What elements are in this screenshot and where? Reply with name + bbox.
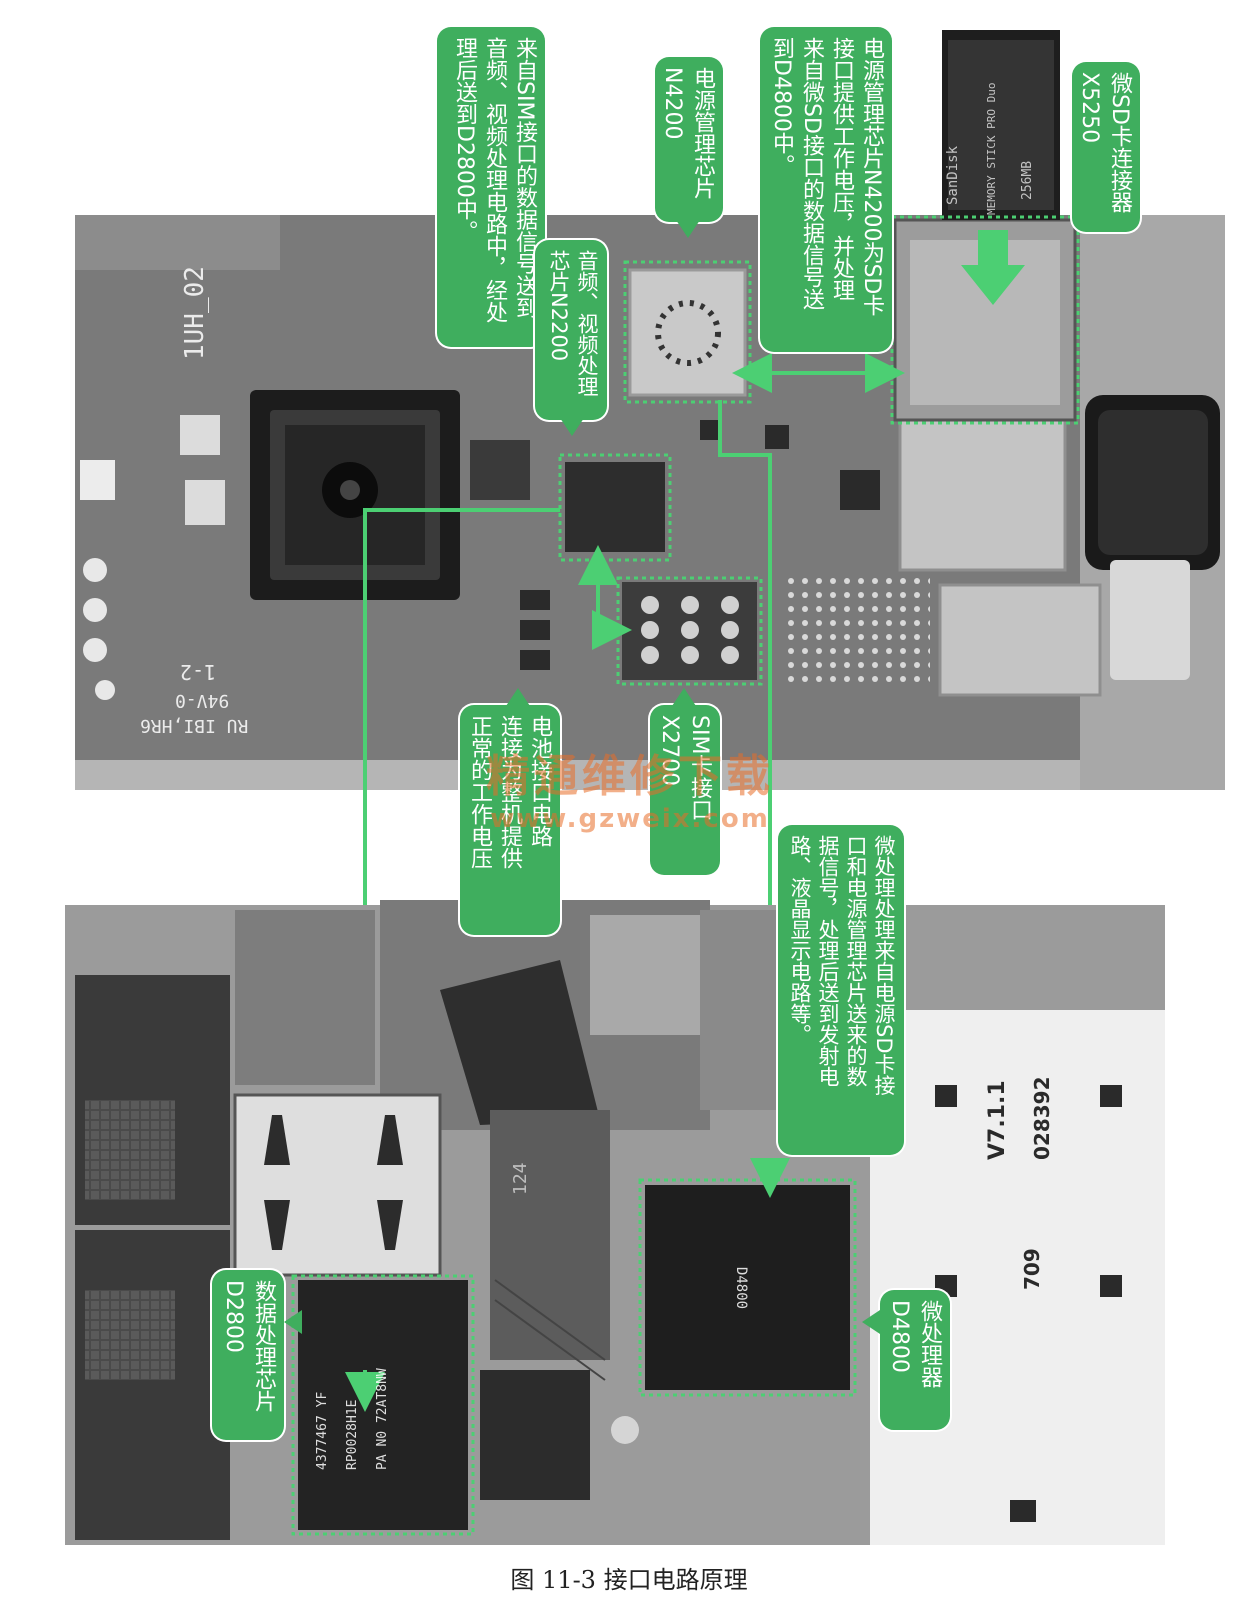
callout-sd-connector: 微SD卡连接器 X5250 [1072, 62, 1140, 232]
callout-sim-connector-pointer [672, 688, 696, 706]
board-code-label: 1UH_02 [180, 266, 210, 360]
callout-sim-connector: SIM卡接口 X2700 [650, 705, 720, 875]
callout-cpu: 微处理器 D4800 [880, 1290, 950, 1430]
watermark: 精通维修下载 www.gzweix.com [460, 740, 800, 834]
callout-cpu-desc: 微处理处理来自电源SD卡接 口和电源管理芯片送来的数 据信号，处理后送到发射电 … [778, 825, 904, 1155]
callout-battery: 电池接口电路 连接为整机提供 正常的工作电压 [460, 705, 560, 935]
sd-card-brand: SanDisk [945, 145, 961, 205]
board-rev-label: 1-2 [180, 660, 217, 684]
chip-n4200 [628, 268, 747, 397]
flex-124-label: 124 [510, 1162, 531, 1195]
callout-battery-pointer [506, 688, 530, 706]
callout-power-chip-pointer [676, 220, 700, 238]
callout-av-chip: 音频、视频处理 芯片N2200 [535, 240, 607, 420]
callout-sim-data: 来自SIM接口的数据信号送到 音频、视频处理电路中，经处 理后送到D2800中。 [437, 27, 545, 347]
bottom-number-label: 028392 [1030, 1076, 1054, 1161]
bottom-version-label: V7.1.1 [985, 1080, 1010, 1160]
chip-d4800 [645, 1185, 850, 1390]
sd-card-size: 256MB [1020, 160, 1035, 200]
d2800-mark3: PA N0 72AT8NW [375, 1368, 390, 1470]
callout-cpu-pointer [862, 1310, 880, 1334]
callout-av-chip-pointer [560, 418, 584, 436]
bottom-709-label: 709 [1020, 1248, 1044, 1290]
d2800-mark2: RP0028H1E [345, 1399, 360, 1470]
watermark-url: www.gzweix.com [490, 804, 770, 834]
d4800-mark: D4800 [733, 1266, 750, 1310]
callout-power-chip: 电源管理芯片 N4200 [655, 57, 723, 222]
callout-data-chip-pointer [284, 1310, 302, 1334]
bottom-board [65, 900, 1165, 1545]
watermark-text: 精通维修下载 [486, 751, 774, 802]
callout-sd-power: 电源管理芯片N4200为SD卡 接口提供工作电压，并处理 来自微SD接口的数据信… [760, 27, 892, 352]
figure-caption: 图 11-3 接口电路原理 [510, 1566, 748, 1594]
callout-data-chip: 数据处理芯片 D2800 [212, 1270, 284, 1440]
board-mark-label: 94V-0 [175, 690, 230, 711]
sd-card-type: MEMORY STICK PRO Duo [985, 82, 998, 215]
d2800-mark1: 4377467 YF [315, 1391, 330, 1470]
board-mark2-label: RU IBI,HR6 [140, 715, 249, 736]
chip-n2200 [565, 462, 665, 552]
